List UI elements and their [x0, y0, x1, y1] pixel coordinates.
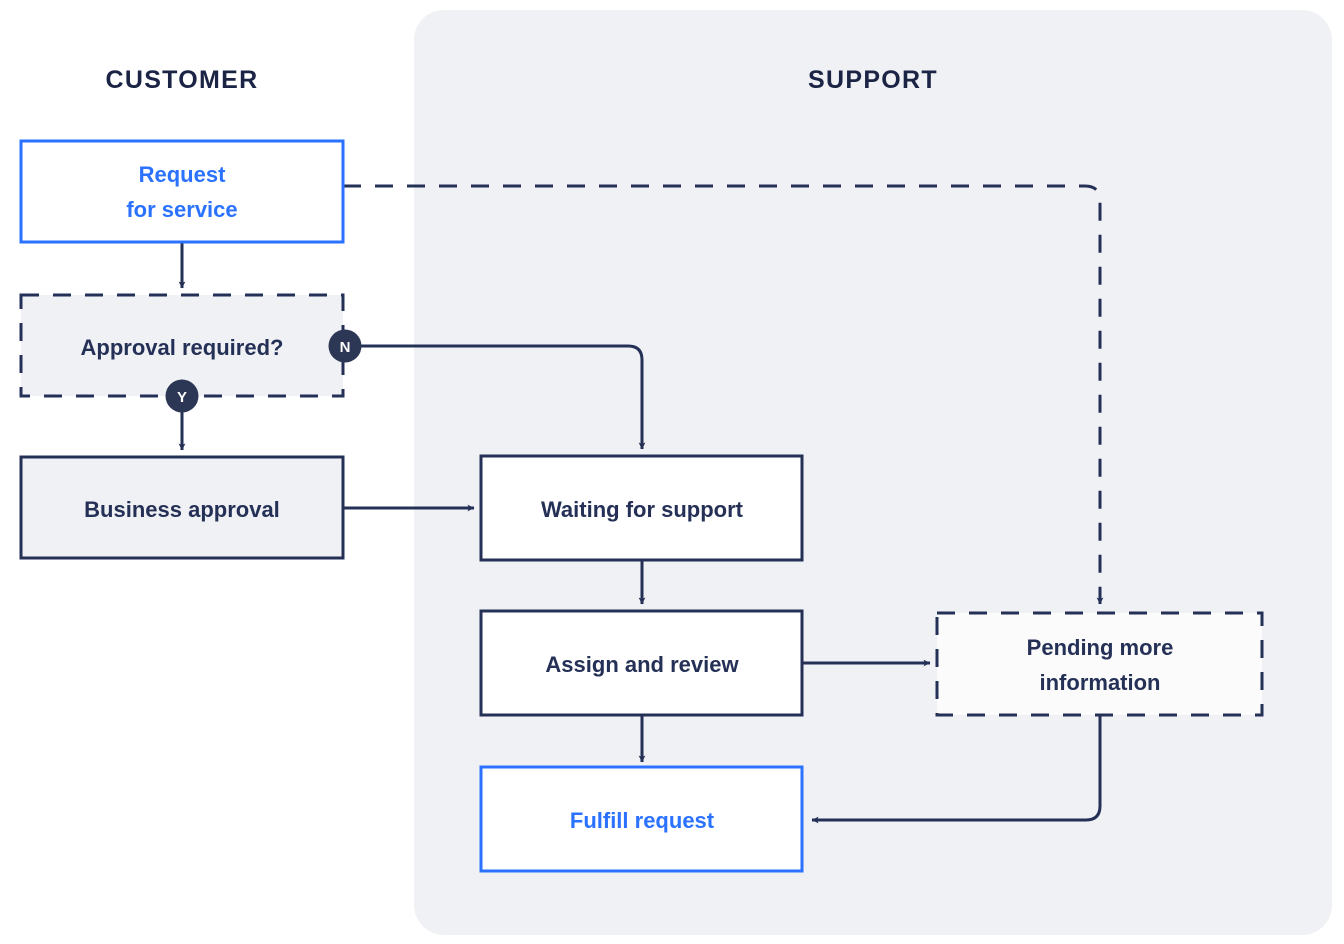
- node-assign-and-review-label: Assign and review: [545, 652, 739, 677]
- node-approval-required-label: Approval required?: [81, 335, 284, 360]
- node-request-for-service[interactable]: Request for service: [19, 139, 345, 244]
- badge-yes-label: Y: [177, 389, 187, 406]
- node-fulfill-request-box[interactable]: [479, 765, 804, 873]
- node-fulfill-request[interactable]: Fulfill request: [479, 765, 804, 873]
- badge-no[interactable]: N: [328, 329, 362, 363]
- node-assign-and-review[interactable]: Assign and review: [479, 609, 804, 717]
- edge-pending-to-fulfill: [811, 715, 1102, 824]
- badge-yes-circle[interactable]: [165, 379, 199, 413]
- node-waiting-for-support[interactable]: Waiting for support: [479, 454, 804, 562]
- lane-title-support: SUPPORT: [808, 66, 938, 94]
- node-waiting-for-support-box[interactable]: [479, 454, 804, 562]
- node-request-for-service-label-line2: for service: [126, 197, 237, 222]
- node-pending-more-information-label-line2: information: [1040, 670, 1161, 695]
- lane-title-customer: CUSTOMER: [105, 66, 258, 94]
- node-fulfill-request-label: Fulfill request: [570, 808, 715, 833]
- node-assign-and-review-box[interactable]: [479, 609, 804, 717]
- badge-yes[interactable]: Y: [165, 379, 199, 413]
- node-pending-more-information-label-line1: Pending more: [1027, 635, 1174, 660]
- node-business-approval-box[interactable]: [19, 455, 345, 560]
- badge-no-circle[interactable]: [328, 329, 362, 363]
- node-request-for-service-box[interactable]: [19, 139, 345, 244]
- node-business-approval[interactable]: Business approval: [19, 455, 345, 560]
- node-pending-more-information[interactable]: Pending more information: [935, 611, 1264, 717]
- node-waiting-for-support-label: Waiting for support: [541, 497, 744, 522]
- node-business-approval-label: Business approval: [84, 497, 280, 522]
- badge-no-label: N: [340, 339, 351, 356]
- edge-request-to-pending: [343, 184, 1104, 605]
- node-request-for-service-label-line1: Request: [139, 162, 226, 187]
- edge-no-to-waiting: [360, 344, 646, 450]
- node-pending-more-information-box[interactable]: [935, 611, 1264, 717]
